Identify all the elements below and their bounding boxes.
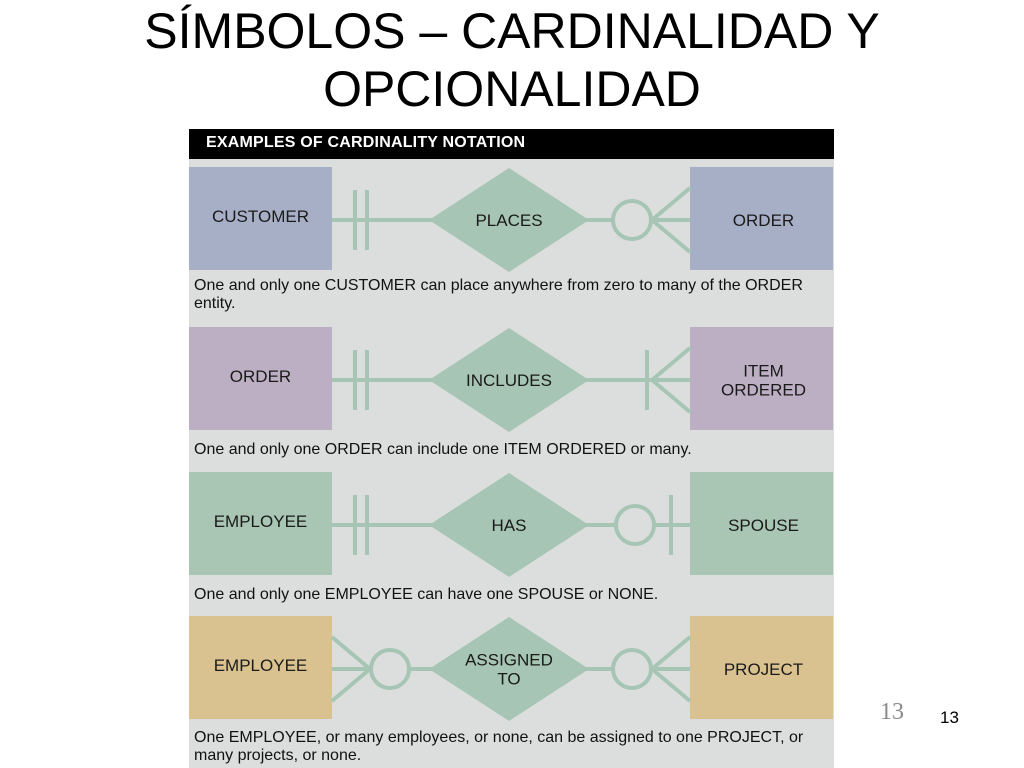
optionality-circle [369,648,411,690]
right-entity-box [690,472,833,575]
row-caption: One and only one CUSTOMER can place anyw… [194,277,803,312]
optionality-circle [611,648,653,690]
slide-title-line-1: SÍMBOLOS – CARDINALIDAD Y [144,3,880,59]
crow-foot-line [330,635,372,671]
slide-title: SÍMBOLOS – CARDINALIDAD Y OPCIONALIDAD [0,2,1024,118]
figure-header: EXAMPLES OF CARDINALITY NOTATION [189,129,834,159]
optionality-circle [614,504,656,546]
right-entity-box [690,616,833,719]
relationship-label: HAS [492,516,527,535]
relationship-label: TO [497,670,520,689]
row-caption: One EMPLOYEE, or many employees, or none… [194,729,804,764]
right-entity-label: ORDERED [721,381,806,400]
relationship-label: INCLUDES [466,371,552,390]
crow-foot-line [650,186,692,222]
slide-title-line-2: OPCIONALIDAD [323,61,701,117]
right-entity-box [690,327,833,430]
notation-row-customer-places-order: CUSTOMER PLACES ORDER One and only one CUS… [189,167,834,324]
row-caption: One and only one ORDER can include one I… [194,441,692,458]
relationship-diamond [429,168,589,272]
crow-foot-line [650,378,692,414]
crow-foot-line [650,346,692,382]
relationship-diamond [429,617,589,721]
crow-foot-line [650,667,692,703]
left-entity-label: ORDER [230,367,291,386]
relationship-diamond [429,328,589,432]
slide-number: 13 [940,708,959,727]
left-entity-box [189,167,332,270]
right-entity-label: SPOUSE [728,516,799,535]
crow-foot-line [330,667,372,703]
crow-foot-line [650,218,692,254]
er-diagram: CUSTOMER PLACES ORDER [189,167,833,272]
relationship-diamond [429,473,589,577]
right-entity-label: ITEM [743,362,784,381]
slide-number-serif: 13 [880,699,904,725]
crow-foot-line [650,635,692,671]
relationship-label: ASSIGNED [465,651,553,670]
figure-header-text: EXAMPLES OF CARDINALITY NOTATION [206,134,526,151]
left-entity-box [189,327,332,430]
left-entity-box [189,472,332,575]
left-entity-label: CUSTOMER [212,207,309,226]
left-entity-box [189,616,332,719]
relationship-label: PLACES [475,211,542,230]
notation-row-employee-has-spouse: EMPLOYEE HAS SPOUSE One and only one EMPLO… [189,472,834,629]
cardinality-figure: EXAMPLES OF CARDINALITY NOTATION CUSTOME… [189,129,834,768]
optionality-circle [611,199,653,241]
right-entity-label: PROJECT [724,660,803,679]
er-diagram: EMPLOYEE HAS SPOUSE [189,472,833,577]
right-entity-box [690,167,833,270]
right-entity-label: ORDER [733,211,794,230]
left-entity-label: EMPLOYEE [214,656,308,675]
left-entity-label: EMPLOYEE [214,512,308,531]
row-caption: One and only one EMPLOYEE can have one S… [194,586,659,603]
